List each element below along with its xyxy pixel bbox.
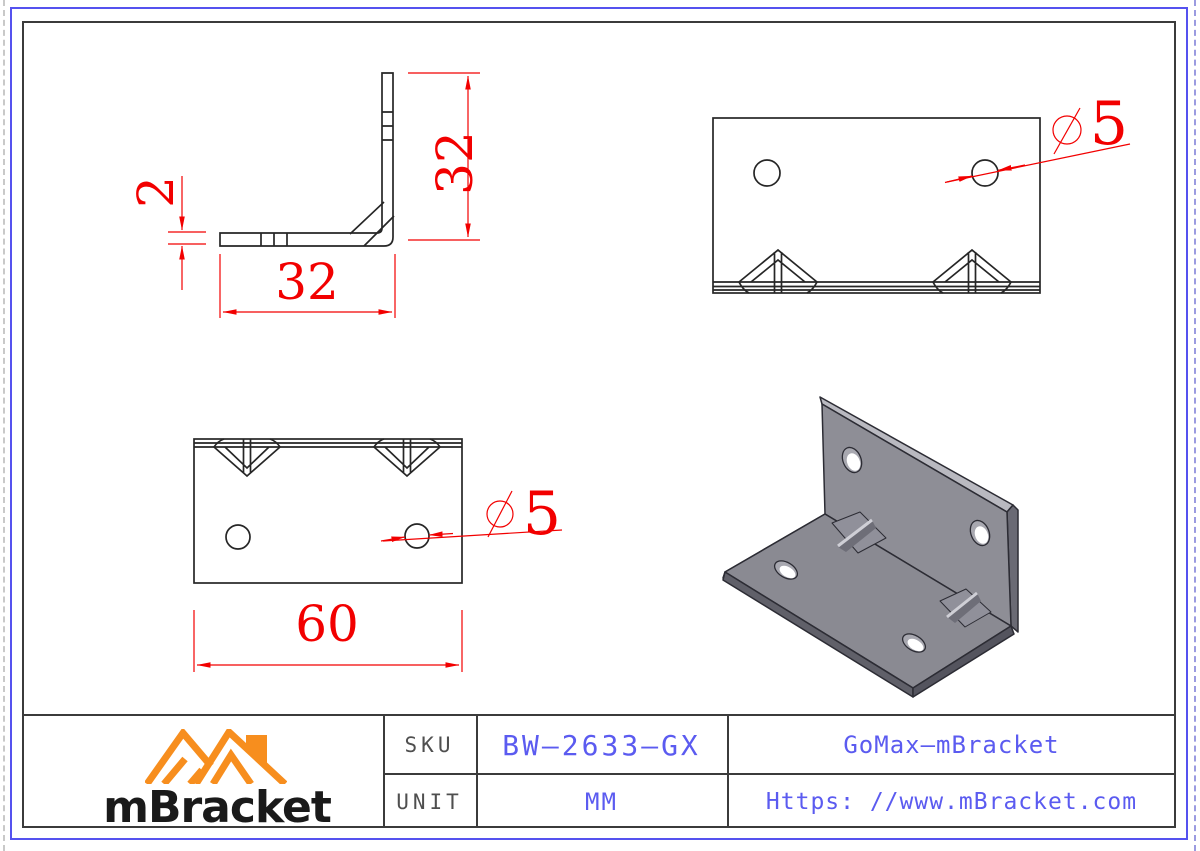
website-url: Https: //www.mBracket.com <box>765 789 1138 815</box>
sku-value: BW–2633–GX <box>502 728 701 762</box>
logo-wordmark: mBracket <box>103 782 332 833</box>
page-edge-dashed-line-right <box>1194 0 1196 851</box>
logo: mBracket <box>22 716 383 833</box>
title-block-divider <box>383 716 385 828</box>
hole <box>773 446 991 653</box>
dim-side-height: 32 <box>426 131 484 195</box>
mountain-roof-icon <box>145 729 287 784</box>
sheet-inner-border <box>22 21 1176 828</box>
dim-side-width: 32 <box>275 253 339 311</box>
rib-gusset <box>939 588 992 628</box>
title-block-divider <box>476 716 478 828</box>
diameter-symbol-icon <box>486 490 514 538</box>
diameter-symbol-icon <box>1052 107 1082 155</box>
side-view-drawing <box>168 72 480 318</box>
hole-left <box>225 524 251 550</box>
dim-top-hole-diameter: 5 <box>1089 89 1129 159</box>
title-block-divider <box>383 773 1176 775</box>
dim-front-hole-diameter: 5 <box>522 479 562 549</box>
hole-right <box>404 523 430 549</box>
hole-left <box>753 159 781 187</box>
isometric-view-drawing <box>722 396 1019 698</box>
sheet-outer-border <box>10 7 1188 840</box>
title-block: mBracket SKU UNIT BW–2633–GX MM GoMax–mB… <box>22 714 1176 833</box>
rib-gusset <box>831 511 887 554</box>
unit-label: UNIT <box>396 790 463 814</box>
front-view-drawing <box>193 438 563 672</box>
title-block-divider <box>727 716 729 828</box>
hole-right <box>971 159 999 187</box>
top-view-drawing <box>712 107 1131 294</box>
sku-label: SKU <box>404 733 455 757</box>
dim-front-length: 60 <box>295 595 359 653</box>
brand-name: GoMax–mBracket <box>843 731 1060 759</box>
unit-value: MM <box>585 788 618 816</box>
dim-side-thickness: 2 <box>127 176 185 208</box>
page-edge-dashed-line-left <box>3 0 5 851</box>
